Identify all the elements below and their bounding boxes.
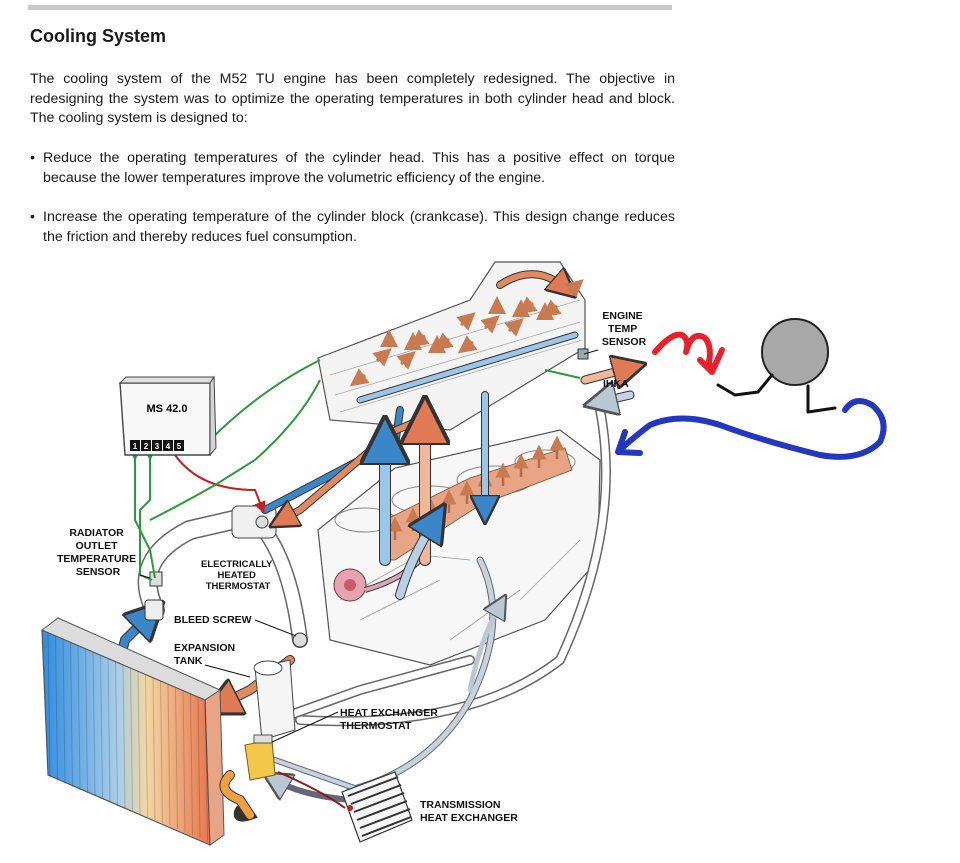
- diagram-labels: ENGINE TEMP SENSOR IHKA RADIATOR OUTLET …: [57, 310, 647, 824]
- red-scribble-arrow: [652, 331, 725, 375]
- bullet-item: • Increase the operating temperature of …: [30, 208, 675, 247]
- gauge-wire-left: [716, 373, 774, 397]
- bleed-screw-part: [292, 632, 308, 648]
- transmission-hx-label: TRANSMISSION HEAT EXCHANGER: [420, 799, 518, 824]
- svg-text:5: 5: [177, 442, 182, 451]
- expansion-tank-label: EXPANSION TANK: [174, 642, 238, 667]
- engine-temp-sensor-part: [577, 348, 589, 360]
- bullet-dot: •: [30, 150, 35, 166]
- transmission-heat-exchanger: [341, 771, 413, 843]
- ihka-label: IHKA: [603, 378, 629, 390]
- svg-text:1: 1: [133, 442, 138, 451]
- page-title: Cooling System: [30, 26, 167, 46]
- annotations: [615, 318, 887, 460]
- bullet-dot: •: [30, 209, 35, 225]
- ecu-pin: 3: [152, 440, 162, 451]
- head-flow-arrows: [349, 279, 584, 387]
- gauge-circle: [761, 318, 829, 386]
- radiator-outlet-sensor-label: RADIATOR OUTLET TEMPERATURE SENSOR: [57, 527, 139, 578]
- radiator-outlet-sensor-part: [144, 571, 164, 621]
- radiator: [41, 617, 225, 846]
- cylinder-head: [317, 261, 586, 431]
- hx-thermostat-label: HEAT EXCHANGER THERMOSTAT: [340, 707, 441, 732]
- thermostat-label: ELECTRICALLY HEATED THERMOSTAT: [201, 559, 275, 592]
- blue-scribble-arrow: [615, 398, 887, 460]
- ecu-pin: 1: [130, 440, 140, 451]
- expansion-tank: [253, 659, 296, 741]
- leader-lines: [139, 349, 599, 743]
- ecu-pin: 4: [163, 440, 173, 451]
- bullet-text: Reduce the operating temperatures of the…: [43, 150, 675, 186]
- engine-temp-sensor-label: ENGINE TEMP SENSOR: [602, 310, 647, 348]
- svg-text:2: 2: [144, 442, 149, 451]
- ecu-label: MS 42.0: [147, 403, 188, 415]
- bullet-item: • Reduce the operating temperatures of t…: [30, 149, 675, 188]
- gauge-wire-right: [806, 384, 837, 414]
- hx-thermostat-part: [219, 734, 276, 822]
- intro-paragraph: The cooling system of the M52 TU engine …: [30, 71, 675, 127]
- bleed-screw-label: BLEED SCREW: [174, 614, 252, 626]
- ecu-pin: 5: [174, 440, 184, 451]
- top-rule: [28, 5, 672, 10]
- svg-text:4: 4: [166, 442, 171, 451]
- ecu-pin: 2: [141, 440, 151, 451]
- engine-block: [317, 429, 601, 666]
- bullet-text: Increase the operating temperature of th…: [43, 209, 675, 245]
- svg-text:3: 3: [155, 442, 160, 451]
